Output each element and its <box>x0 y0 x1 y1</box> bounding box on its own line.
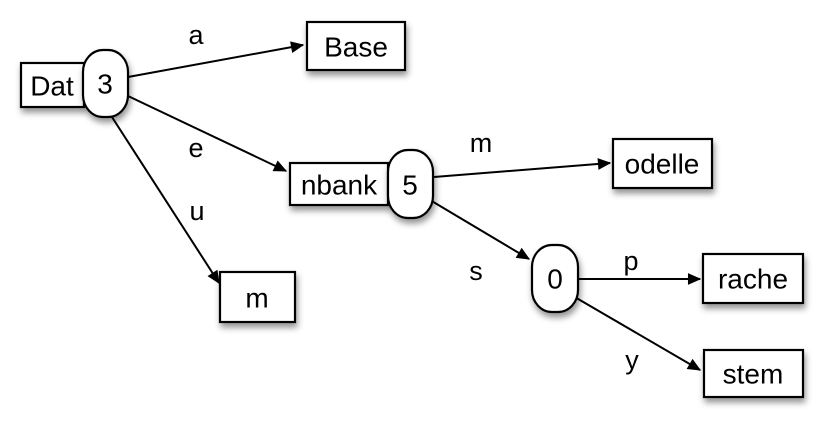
edges <box>109 41 702 371</box>
edge-label-a: a <box>188 20 204 50</box>
node-base-label: Base <box>324 32 388 63</box>
node-m-label: m <box>245 283 268 314</box>
node-5: 5 <box>386 148 435 220</box>
node-rache: rache <box>701 252 805 305</box>
edge-label-u: u <box>189 196 204 226</box>
edge-s <box>429 199 531 260</box>
edge-labels: a e u m s p y <box>188 20 639 375</box>
edge-a <box>127 41 305 78</box>
edge-label-p: p <box>623 246 638 276</box>
node-odelle-label: odelle <box>625 149 700 180</box>
node-stem: stem <box>702 348 805 399</box>
node-0-label: 0 <box>547 264 563 295</box>
node-stem-label: stem <box>723 359 784 390</box>
node-5-label: 5 <box>402 170 418 201</box>
node-3-label: 3 <box>97 69 113 100</box>
node-dat: Dat <box>19 61 86 109</box>
node-nbank-label: nbank <box>301 170 378 201</box>
node-nbank: nbank <box>288 161 390 207</box>
edge-label-s: s <box>469 256 483 286</box>
edge-label-m: m <box>470 128 493 158</box>
node-base: Base <box>305 20 407 72</box>
edge-u <box>109 113 220 285</box>
node-rache-label: rache <box>718 264 788 295</box>
node-0: 0 <box>530 243 580 314</box>
node-dat-label: Dat <box>30 71 74 102</box>
node-3: 3 <box>81 48 130 119</box>
edge-m <box>433 158 612 178</box>
edge-label-e: e <box>188 133 203 163</box>
edge-label-y: y <box>625 345 639 375</box>
nodes: Dat 3 Base nbank 5 m <box>19 20 805 399</box>
edge-e <box>127 95 288 172</box>
edge-y <box>572 295 702 371</box>
node-m: m <box>218 270 297 324</box>
node-odelle: odelle <box>611 137 714 190</box>
